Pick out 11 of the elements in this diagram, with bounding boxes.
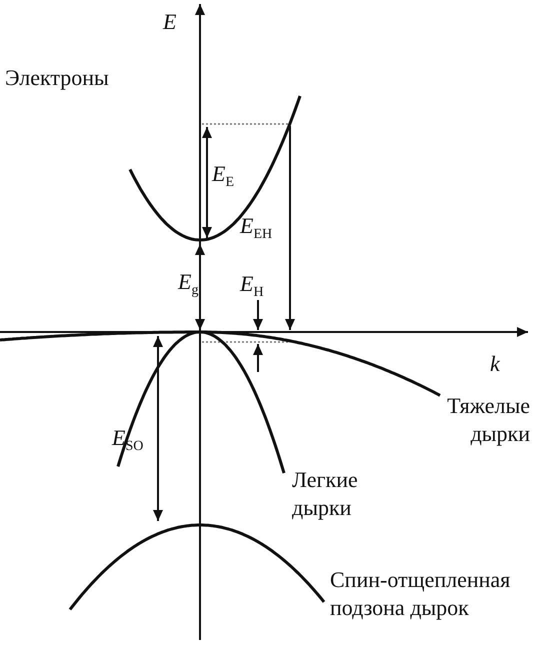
curve-label: Легкие дырки bbox=[292, 466, 359, 522]
curve-label: Электроны bbox=[5, 64, 109, 92]
energy-label: E$_{SO}$ bbox=[112, 424, 144, 456]
energy-label: E$_{H}$ bbox=[240, 270, 264, 302]
energy-label: E$_{EH}$ bbox=[240, 212, 272, 244]
axis-label: E bbox=[163, 8, 176, 36]
energy-label: E$_{g}$ bbox=[178, 268, 198, 300]
curve-label: Спин-отщепленная подзона дырок bbox=[330, 566, 512, 622]
curve-label: Тяжелые дырки bbox=[446, 392, 530, 448]
energy-label: E$_{E}$ bbox=[212, 160, 234, 192]
axis-label: k bbox=[490, 350, 500, 378]
